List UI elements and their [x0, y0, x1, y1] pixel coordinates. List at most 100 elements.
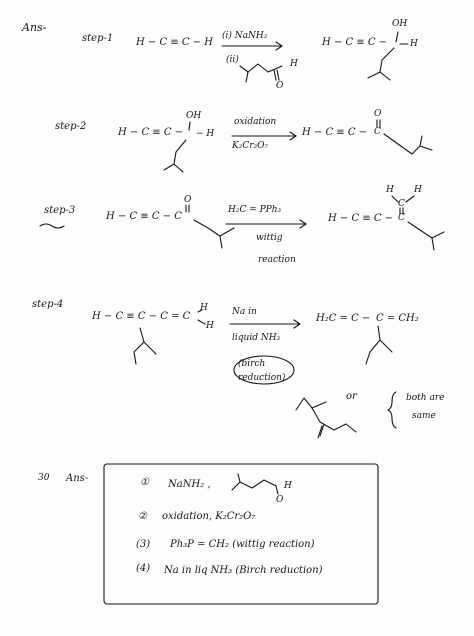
step-4-product-h2c: H₂C = C −: [316, 313, 371, 324]
step-1-product-oh: OH: [392, 19, 408, 29]
step-2-reactant-branch: [173, 163, 184, 173]
step-3-underline: [39, 223, 65, 229]
step-4-reagent-bottom-1: (birch: [238, 359, 266, 369]
step-3-reactant-branch: [219, 235, 223, 249]
summary-item-1-text: NaNH₂ ,: [168, 479, 211, 490]
step-3-product-c: C: [398, 213, 405, 223]
step-3-product-left: H − C ≡ C −: [328, 213, 394, 224]
step-2-reagent-top: oxidation: [234, 117, 277, 127]
step-4-reactant-h-bottom-bond: [197, 319, 206, 325]
step-4-reactant-down: [139, 327, 145, 343]
step-1-product-left: H − C ≡ C −: [322, 37, 388, 48]
step-4-reactant-h-top: H: [200, 303, 208, 313]
step-3-product-h-right: H: [414, 185, 422, 195]
step-2-product-branch: [419, 135, 423, 147]
step-2-reactant-left: H − C ≡ C −: [118, 127, 184, 138]
step-1-aldehyde-h: H: [290, 59, 298, 69]
step-4-skeletal-link: [311, 407, 321, 423]
step-4-brace: [387, 391, 397, 429]
step-4-reagent-top-2: liquid NH₃: [232, 333, 281, 343]
step-3-reactant-chain: [193, 219, 235, 237]
summary-item-1-ald-h: H: [284, 481, 292, 491]
summary-box: [103, 463, 379, 605]
step-1-reactant: H − C ≡ C − H: [136, 37, 213, 48]
step-2-product-chain: [383, 133, 433, 155]
step-1-label: step-1: [82, 33, 114, 44]
summary-item-2-text: oxidation, K₂Cr₂O₇: [162, 511, 256, 522]
step-4-reagent-bottom-2: reduction): [238, 373, 286, 383]
summary-item-3-index: (3): [136, 539, 151, 550]
step-4-skeletal-diene: [319, 421, 357, 433]
step-1-oh-bond: [395, 31, 399, 43]
step-4-reactant-h-top-bond: [197, 309, 203, 313]
summary-item-3-text: Ph₃P = CH₂ (wittig reaction): [170, 539, 315, 550]
step-4-label: step-4: [32, 299, 64, 310]
step-2-product-c: C: [374, 127, 381, 137]
step-2-arrow-head: [289, 131, 297, 141]
step-1-reagent-top: (i) NaNH₂: [222, 31, 268, 41]
step-4-product-down: [377, 325, 381, 341]
step-2-product-o: O: [374, 109, 382, 119]
step-1-product-branch: [379, 71, 391, 81]
summary-aldehyde-co: [275, 485, 279, 495]
step-2-product-left: H − C ≡ C −: [302, 127, 368, 138]
step-4-product-chain-left: [365, 339, 381, 365]
step-4-arrow-head: [293, 319, 301, 329]
summary-item-1-index: ①: [140, 477, 149, 488]
step-1-aldehyde-methyl: [245, 71, 249, 83]
step-2-reactant-chain: [163, 139, 187, 171]
step-3-reagent-top: H₂C = PPh₃: [228, 205, 282, 215]
step-3-reactant-o: O: [184, 195, 192, 205]
step-4-product-chain-right: [379, 339, 393, 353]
step-4-or-label: or: [346, 391, 357, 402]
step-3-h-left-bond: [391, 195, 399, 203]
step-3-reagent-bottom-2: reaction: [258, 255, 296, 265]
step-1-aldehyde-o: O: [276, 81, 284, 91]
summary-aldehyde-branch: [237, 473, 241, 483]
summary-ans-label: Ans-: [66, 473, 89, 484]
step-2-reactant-h: − H: [196, 129, 215, 139]
step-3-reagent-bottom-1: wittig: [256, 233, 283, 243]
summary-number-label: 30: [38, 473, 50, 483]
step-4-reactant-chain-right: [143, 341, 157, 355]
summary-item-4-text: Na in liq NH₃ (Birch reduction): [164, 565, 323, 576]
summary-item-2-index: ②: [138, 511, 147, 522]
step-4-product-c: C = CH₂: [376, 313, 419, 324]
step-3-product-c-top: C: [398, 199, 405, 209]
step-2-reagent-bottom: K₂Cr₂O₇: [232, 141, 269, 151]
step-4-both-same: both are: [406, 393, 445, 403]
step-1-product-chain: [367, 47, 395, 79]
step-2-reactant-oh: OH: [186, 111, 202, 121]
step-2-oh-bond: [188, 121, 191, 131]
step-1-aldehyde-chain: [239, 63, 283, 73]
step-4-skeletal-methylene-2: [319, 423, 325, 437]
ans-label: Ans-: [22, 21, 47, 34]
step-4-skeletal-methylene: [317, 425, 323, 439]
step-4-birch-circle: [233, 355, 295, 385]
step-3-product-chain: [407, 221, 445, 239]
step-3-arrow-head: [299, 219, 307, 229]
step-4-reactant-chain-left: [133, 341, 145, 365]
step-3-label: step-3: [44, 205, 76, 216]
step-3-product-branch: [431, 237, 435, 251]
step-3-reactant-left: H − C ≡ C − C: [106, 211, 182, 222]
summary-item-1-ald-o: O: [276, 495, 284, 505]
step-1-arrow-head: [275, 41, 283, 51]
step-4-both-same-2: same: [412, 411, 436, 421]
step-2-label: step-2: [55, 121, 87, 132]
step-1-aldehyde-co: [273, 69, 277, 81]
step-1-aldehyde-co-2: [276, 69, 280, 81]
summary-aldehyde-chain: [231, 479, 277, 491]
step-1-product-h: H: [410, 39, 418, 49]
step-1-reagent-index: (ii): [226, 55, 239, 65]
step-4-reactant-left: H − C ≡ C − C = C: [92, 311, 191, 322]
step-4-reagent-top-1: Na in: [232, 307, 257, 317]
step-3-h-right-bond: [405, 195, 415, 203]
step-3-product-h-left: H: [386, 185, 394, 195]
step-4-reactant-h-bottom: H: [206, 321, 214, 331]
